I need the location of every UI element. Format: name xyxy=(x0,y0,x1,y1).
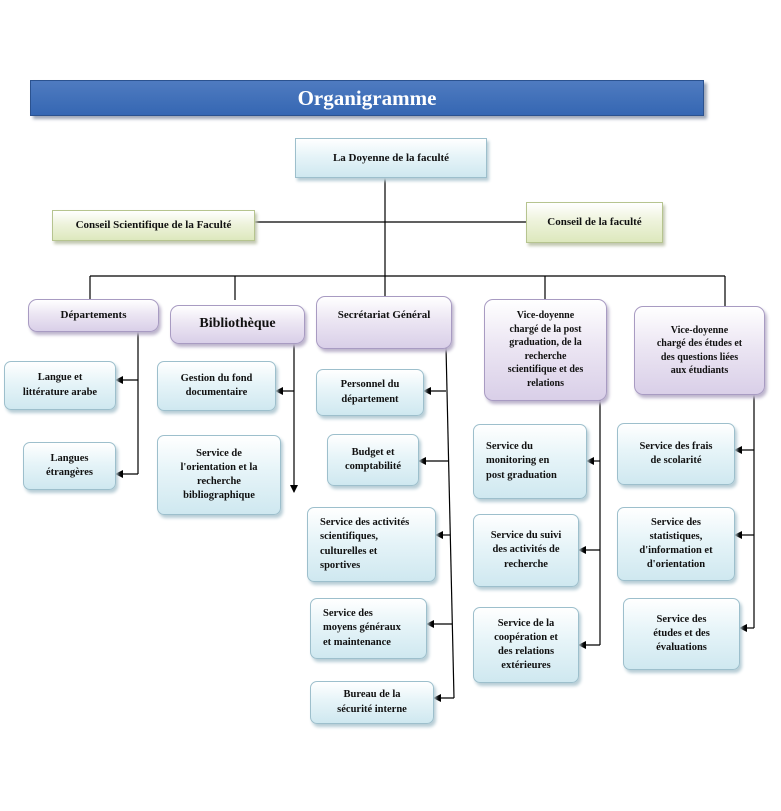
statistiques-box: Service des statistiques, d'information … xyxy=(617,507,735,581)
evaluations-box: Service des études et des évaluations xyxy=(623,598,740,670)
service-orientation-box: Service de l'orientation et la recherche… xyxy=(157,435,281,515)
bibliotheque-box: Bibliothèque xyxy=(170,305,305,344)
conseil-scientifique-box: Conseil Scientifique de la Faculté xyxy=(52,210,255,241)
vd-etudes-box: Vice-doyenne chargé des études et des qu… xyxy=(634,306,765,395)
cooperation-box: Service de la coopération et des relatio… xyxy=(473,607,579,683)
doyenne-box: La Doyenne de la faculté xyxy=(295,138,487,178)
personnel-box: Personnel du département xyxy=(316,369,424,416)
moyens-box: Service des moyens généraux et maintenan… xyxy=(310,598,427,659)
suivi-box: Service du suivi des activités de recher… xyxy=(473,514,579,587)
gestion-fond-box: Gestion du fond documentaire xyxy=(157,361,276,411)
langues-etrangeres-box: Langues étrangères xyxy=(23,442,116,490)
frais-box: Service des frais de scolarité xyxy=(617,423,735,485)
page-title: Organigramme xyxy=(30,80,704,116)
vd-post-graduation-box: Vice-doyenne chargé de la post graduatio… xyxy=(484,299,607,401)
secretariat-box: Secrétariat Général xyxy=(316,296,452,349)
monitoring-box: Service du monitoring en post graduation xyxy=(473,424,587,499)
langue-arabe-box: Langue et littérature arabe xyxy=(4,361,116,410)
securite-box: Bureau de la sécurité interne xyxy=(310,681,434,724)
budget-box: Budget et comptabilité xyxy=(327,434,419,486)
departements-box: Départements xyxy=(28,299,159,332)
conseil-faculte-box: Conseil de la faculté xyxy=(526,202,663,243)
activites-box: Service des activités scientifiques, cul… xyxy=(307,507,436,582)
